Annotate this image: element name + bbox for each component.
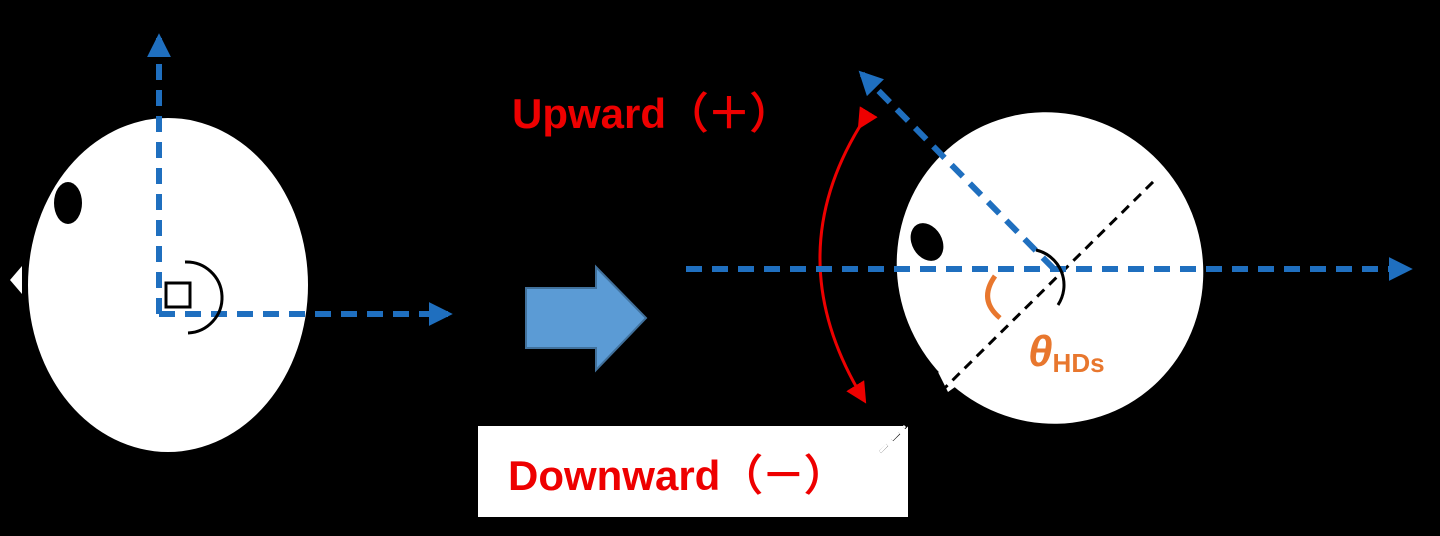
downward-label-box [478,426,908,517]
body-axis-extension [878,424,907,454]
upward-label: Upward（＋） [512,90,792,137]
left-fish-body [28,118,308,452]
right-fish-group: θHDs [686,70,1413,454]
right-fish-mouth-icon [938,372,962,392]
right-angle-arc [1035,248,1066,306]
theta-symbol: θ [1028,327,1053,376]
right-angle-marker [164,281,192,309]
theta-label: θHDs [1028,327,1105,378]
left-fish-eye [54,182,82,224]
left-fish-group [10,33,453,452]
left-fish-mouth-icon [10,266,22,294]
theta-subscript: HDs [1053,348,1105,378]
downward-label: Downward（－） [508,452,846,499]
transition-arrow-icon [525,264,648,373]
theta-angle-arc [985,274,1002,320]
body-axis-dashed-line [878,176,1159,454]
head-direction-axis [858,70,1057,272]
left-angle-arc [184,260,224,335]
right-fish-eye [910,223,944,261]
rotation-arc-arrow [818,106,878,404]
